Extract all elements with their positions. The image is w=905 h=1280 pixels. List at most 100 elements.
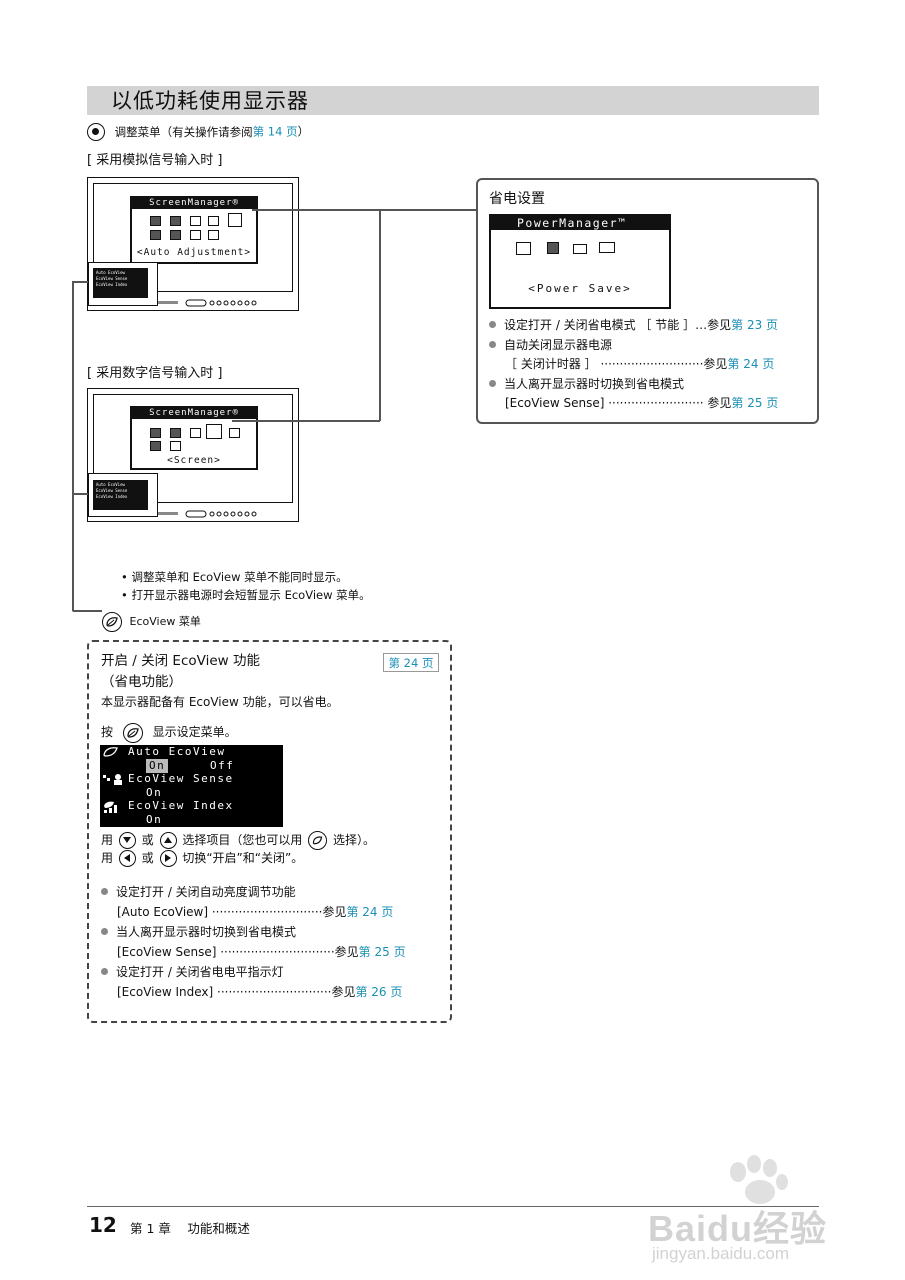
power-item: 设定打开 / 关闭省电模式 ［ 节能 ］…参见第 23 页	[489, 316, 809, 336]
analog-heading: [ 采用模拟信号输入时 ]	[87, 153, 223, 168]
osd-option-on-selected[interactable]: On	[146, 759, 169, 773]
sound-icon	[190, 428, 201, 438]
connector-line	[72, 281, 88, 283]
adjust-menu-label: 调整菜单（有关操作请参阅	[114, 124, 253, 139]
sound-icon	[208, 216, 219, 226]
power-manager-icon	[206, 424, 222, 439]
osd-row-ecoview-sense: EcoView Sense	[128, 772, 234, 785]
press-line: 按 显示设定菜单。	[101, 722, 237, 743]
connector-line	[72, 493, 88, 495]
ecoview-sense-icon	[573, 244, 587, 254]
power-manager-icon	[228, 213, 242, 227]
notes: • 调整菜单和 EcoView 菜单不能同时显示。 • 打开显示器电源时会短暂显…	[121, 568, 371, 604]
osd-analog-title: ScreenManager®	[132, 198, 256, 209]
eco-item: 设定打开 / 关闭省电电平指示灯	[101, 962, 446, 982]
right-arrow-icon	[159, 850, 177, 867]
ecoview-leaf-icon	[102, 612, 122, 632]
brightness-icon	[150, 428, 161, 438]
ecoview-items: 设定打开 / 关闭自动亮度调节功能 [Auto EcoView] ·······…	[101, 882, 446, 1002]
eco-item-line2: [Auto EcoView] ·························…	[117, 905, 394, 919]
ecoview-ref-badge[interactable]: 第 24 页	[383, 653, 439, 672]
up-arrow-icon	[159, 832, 177, 849]
ecoview-menu-label-row: EcoView 菜单	[102, 612, 201, 632]
power-item-ref[interactable]: 第 23 页	[731, 318, 779, 332]
power-heading: 省电设置	[489, 191, 545, 207]
sense-icon	[102, 773, 124, 789]
page-title: 以低功耗使用显示器	[111, 89, 309, 113]
ecoview-box	[87, 640, 452, 1023]
eco-item-ref[interactable]: 第 26 页	[355, 985, 403, 999]
screen-icon	[150, 230, 161, 240]
setup-icon	[229, 428, 240, 438]
ecoview-osd: Auto EcoView On Off EcoView Sense On Eco…	[100, 745, 283, 827]
power-item-ref[interactable]: 第 25 页	[731, 396, 779, 410]
osd-digital-label: <Screen>	[167, 455, 221, 466]
digital-heading: [ 采用数字信号输入时 ]	[87, 366, 223, 381]
adjust-menu-close: ）	[297, 124, 310, 139]
osd-row-ecoview-index: EcoView Index	[128, 799, 234, 812]
osd-analog-label: <Auto Adjustment>	[136, 247, 252, 258]
eco-item-ref[interactable]: 第 24 页	[346, 905, 394, 919]
index-icon	[102, 800, 122, 818]
chapter-label: 第 1 章 功能和概述	[130, 1221, 250, 1236]
footer-rule	[87, 1206, 819, 1207]
connector-line	[252, 209, 477, 211]
osd-option-off[interactable]: Off	[210, 759, 235, 772]
power-manager-osd: PowerManager™ <Power Save>	[489, 214, 671, 309]
ecoview-button-icon	[122, 722, 143, 743]
osd-index-value[interactable]: On	[146, 813, 163, 826]
connector-line	[379, 209, 381, 421]
leaf-icon	[102, 746, 120, 762]
ecoview-heading-line1: 开启 / 关闭 EcoView 功能	[101, 653, 260, 669]
power-item-line2: [EcoView Sense] ························…	[505, 396, 779, 410]
down-arrow-icon	[118, 832, 136, 849]
connector-line	[232, 420, 380, 422]
eco-item-ref[interactable]: 第 25 页	[358, 945, 406, 959]
power-save-icon	[516, 242, 531, 255]
contrast-icon	[170, 216, 181, 226]
power-item: 自动关闭显示器电源	[489, 336, 809, 356]
ecoview-heading-line2: （省电功能）	[101, 674, 182, 690]
page-number: 12	[89, 1213, 117, 1237]
eco-item: 设定打开 / 关闭自动亮度调节功能	[101, 882, 446, 902]
info-icon	[150, 441, 161, 451]
eco-item-line2: [EcoView Sense] ························…	[117, 945, 406, 959]
osd-analog: ScreenManager® <Auto Adjustment>	[130, 196, 258, 264]
color-icon	[170, 428, 181, 438]
off-timer-icon	[547, 242, 559, 254]
watermark-brand: Baidu经验	[648, 1208, 828, 1249]
note: • 调整菜单和 EcoView 菜单不能同时显示。	[121, 570, 348, 584]
note: • 打开显示器电源时会短暂显示 EcoView 菜单。	[121, 588, 371, 602]
usage-lines: 用 或 选择项目（您也可以用 选择）。 用 或 切换“开启”和“关闭”。	[101, 831, 375, 867]
power-item-ref[interactable]: 第 24 页	[727, 357, 775, 371]
power-items: 设定打开 / 关闭省电模式 ［ 节能 ］…参见第 23 页 自动关闭显示器电源 …	[489, 316, 809, 414]
power-settings-box	[476, 178, 819, 424]
baidu-paw-logo	[730, 1155, 788, 1204]
adjust-menu-page-link[interactable]: 第 14 页	[252, 124, 298, 139]
color-icon	[190, 216, 201, 226]
eco-item-line2: [EcoView Index] ························…	[117, 985, 403, 999]
connector-line	[72, 610, 102, 612]
eco-item: 当人离开显示器时切换到省电模式	[101, 922, 446, 942]
setup-icon	[190, 230, 201, 240]
power-indicator-icon	[599, 242, 615, 253]
exit-icon	[170, 441, 181, 451]
exit-icon	[208, 230, 219, 240]
power-manager-title: PowerManager™	[517, 216, 627, 230]
osd-row-auto-ecoview: Auto EcoView	[128, 745, 226, 758]
enter-button-icon	[87, 123, 105, 141]
baidu-watermark: Baidu经验 jingyan.baidu.com	[640, 1150, 850, 1270]
osd-sense-value[interactable]: On	[146, 786, 163, 799]
info-icon	[170, 230, 181, 240]
usage-line-select: 用 或 选择项目（您也可以用 选择）。	[101, 831, 375, 850]
title-bar	[87, 86, 819, 115]
watermark-url: jingyan.baidu.com	[652, 1244, 790, 1263]
adjust-menu-line: 调整菜单（有关操作请参阅第 14 页）	[87, 123, 309, 141]
ecoview-heading: 开启 / 关闭 EcoView 功能 （省电功能）	[101, 651, 260, 693]
power-manager-label: <Power Save>	[528, 282, 632, 295]
osd-digital-title: ScreenManager®	[132, 408, 256, 419]
left-arrow-icon	[118, 850, 136, 867]
brightness-icon	[150, 216, 161, 226]
